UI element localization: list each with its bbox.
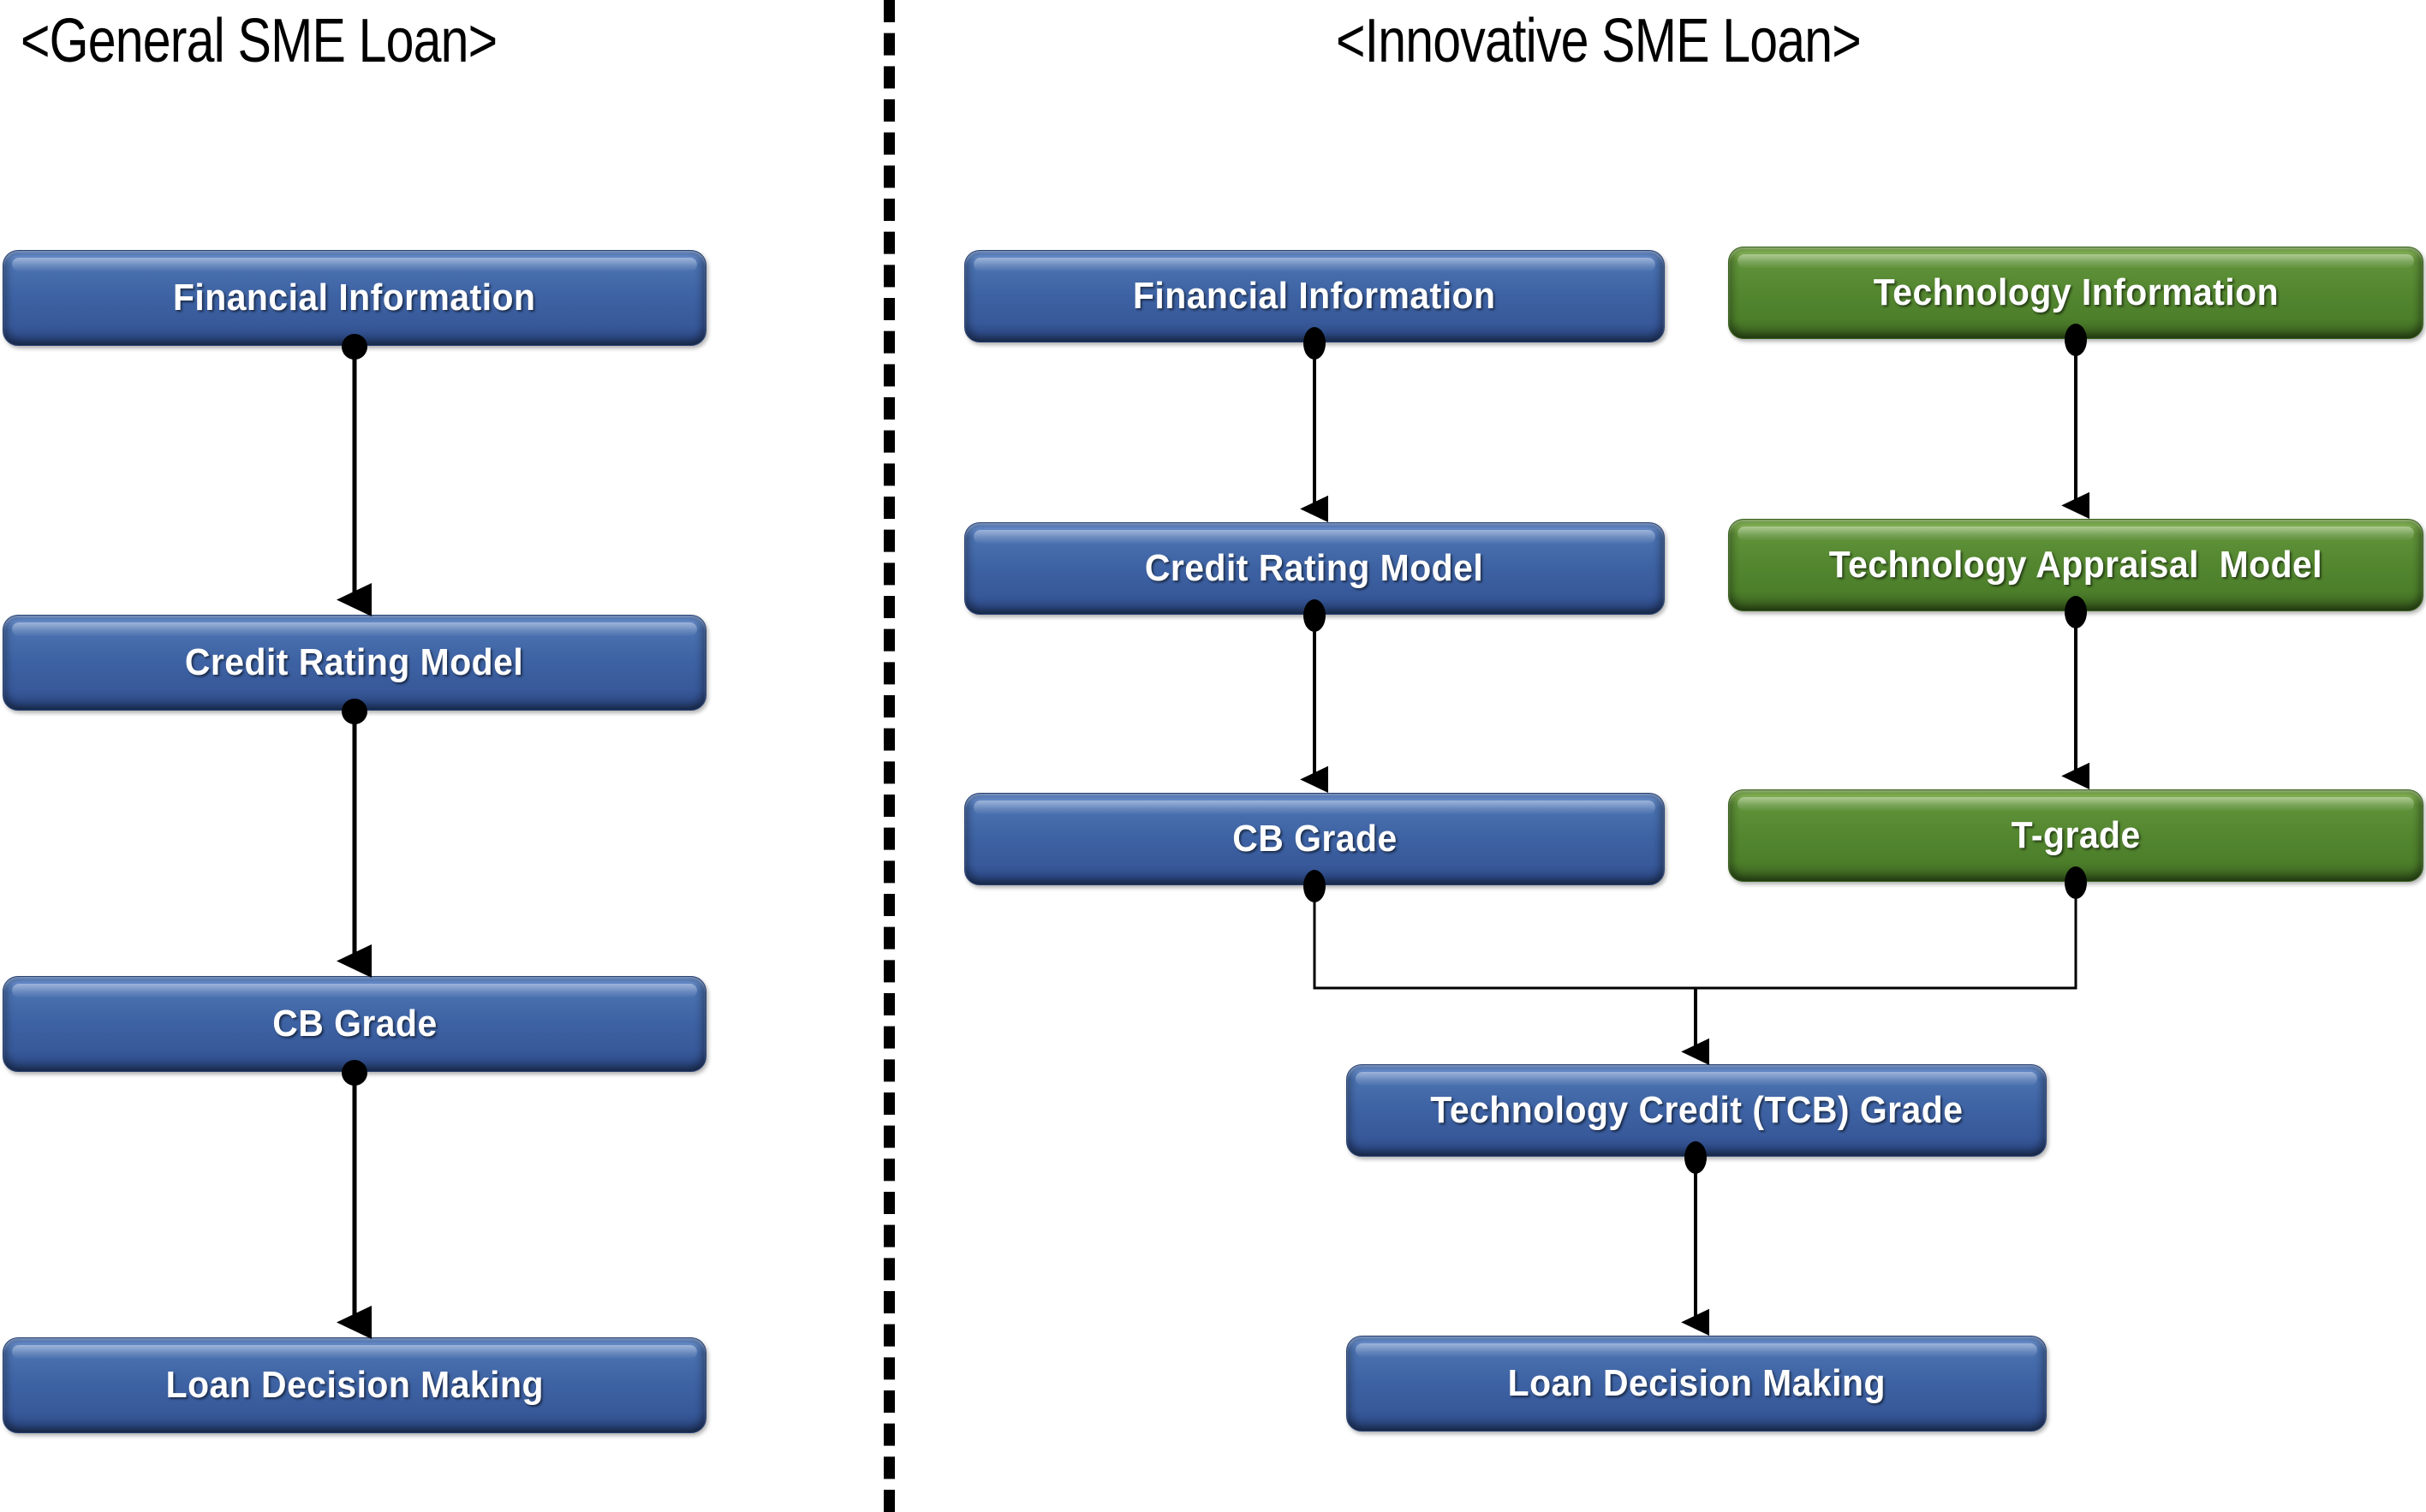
edge-innovative-tcb-to-decision [1681, 1141, 1710, 1336]
node-label: Loan Decision Making [1507, 1362, 1886, 1404]
node-label: CB Grade [271, 1003, 438, 1045]
node-innovative-technology-appraisal-model[interactable]: Technology Appraisal Model [1728, 519, 2423, 611]
node-innovative-credit-rating-model[interactable]: Credit Rating Model [964, 522, 1665, 615]
node-general-cb-grade[interactable]: CB Grade [3, 976, 706, 1072]
edge-general-crm-to-cb [337, 699, 373, 979]
panel-divider [884, 0, 895, 1512]
edge-innovative-techinfo-to-appraisal [2061, 324, 2090, 520]
node-general-credit-rating-model[interactable]: Credit Rating Model [3, 615, 706, 711]
node-label: Technology Information [1873, 271, 2279, 313]
edge-innovative-crm-to-cb [1300, 599, 1329, 794]
node-label: Loan Decision Making [165, 1364, 544, 1406]
node-innovative-loan-decision-making[interactable]: Loan Decision Making [1346, 1336, 2047, 1432]
node-general-financial-information[interactable]: Financial Information [3, 250, 706, 346]
node-label: T-grade [2011, 814, 2141, 856]
node-innovative-t-grade[interactable]: T-grade [1728, 789, 2423, 882]
edge-innovative-fin-to-crm [1300, 327, 1329, 523]
node-innovative-cb-grade[interactable]: CB Grade [964, 793, 1665, 885]
edge-merge-to-tcb-grade [1303, 866, 2087, 1066]
panel-title-general: <General SME Loan> [21, 7, 498, 75]
panel-title-innovative: <Innovative SME Loan> [1336, 7, 1862, 75]
node-label: Technology Credit (TCB) Grade [1429, 1089, 1963, 1131]
node-label: Technology Appraisal Model [1828, 544, 2323, 586]
node-innovative-financial-information[interactable]: Financial Information [964, 250, 1665, 342]
edge-general-fin-to-crm [337, 334, 373, 617]
node-label: CB Grade [1231, 818, 1398, 860]
node-label: Financial Information [1133, 275, 1496, 317]
edge-innovative-appraisal-to-tgrade [2061, 596, 2090, 790]
node-general-loan-decision-making[interactable]: Loan Decision Making [3, 1337, 706, 1433]
node-label: Financial Information [173, 277, 536, 318]
node-label: Credit Rating Model [1145, 547, 1484, 589]
node-innovative-technology-information[interactable]: Technology Information [1728, 247, 2423, 339]
node-innovative-technology-credit-tcb-grade[interactable]: Technology Credit (TCB) Grade [1346, 1064, 2047, 1157]
edge-general-cb-to-decision [337, 1060, 373, 1340]
node-label: Credit Rating Model [185, 641, 524, 683]
